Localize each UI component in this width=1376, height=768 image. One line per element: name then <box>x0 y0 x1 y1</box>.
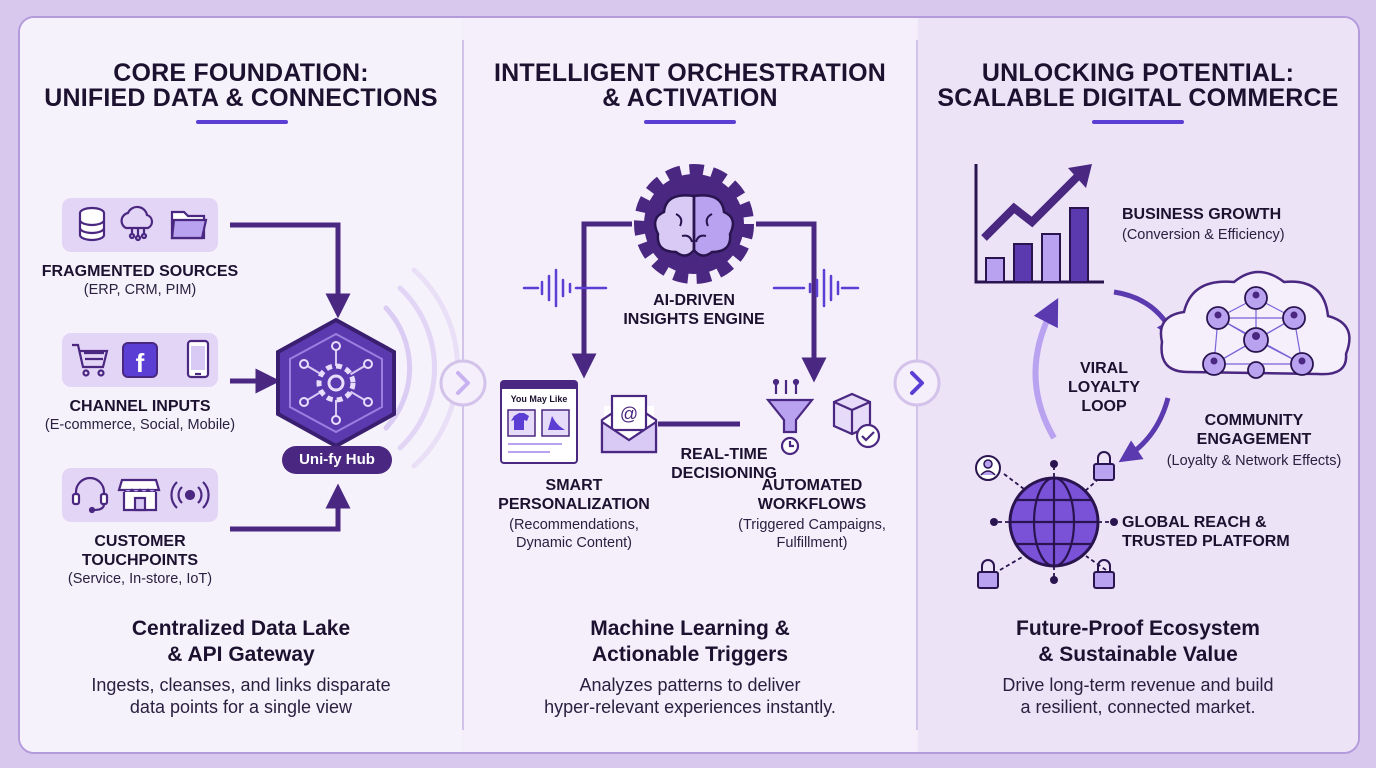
bottom-title-line1: Centralized Data Lake <box>131 617 351 640</box>
bottom-desc-line2: hyper-relevant experiences instantly. <box>544 697 836 717</box>
hub-diagram <box>230 222 461 532</box>
recommendation-card-title: You May Like <box>510 394 568 404</box>
title-underline <box>196 120 288 124</box>
sources-icons <box>78 205 208 242</box>
community-label-line1: COMMUNITY <box>1204 412 1304 429</box>
touchpoints-sub: (Service, In-store, IoT) <box>67 571 213 587</box>
hub-label: Uni-fy Hub <box>282 446 392 474</box>
flow-arrow-to-workflows <box>756 221 827 383</box>
user-node-icon <box>975 455 1001 481</box>
bottom-desc-line2: data points for a single view <box>129 697 353 717</box>
flow-arrow-to-personalization <box>571 221 632 379</box>
bottom-desc-line1: Ingests, cleanses, and links disparate <box>91 675 391 695</box>
database-icon <box>78 206 106 242</box>
shopping-cart-icon <box>72 343 109 377</box>
community-cloud-icon <box>1159 270 1351 379</box>
package-check-icon <box>832 392 881 449</box>
padlock-icon <box>977 451 1115 589</box>
global-network-icon <box>975 451 1118 589</box>
workflows-label-line2: WORKFLOWS <box>757 496 867 513</box>
bottom-title-line1: Future-Proof Ecosystem <box>1016 617 1260 640</box>
panel-title-line1: CORE FOUNDATION: <box>113 59 369 87</box>
sources-label: FRAGMENTED SOURCES <box>41 263 239 280</box>
sources-sub: (ERP, CRM, PIM) <box>83 282 197 298</box>
channels-sub: (E-commerce, Social, Mobile) <box>44 417 236 433</box>
svg-text:@: @ <box>620 404 638 424</box>
orchestration-icons: @ <box>600 378 881 456</box>
panel-title-line2: SCALABLE DIGITAL COMMERCE <box>937 84 1339 112</box>
panel-digital-commerce: UNLOCKING POTENTIAL: SCALABLE DIGITAL CO… <box>918 18 1358 752</box>
chevron-right-icon <box>893 359 941 407</box>
brain-gear-icon <box>634 164 754 284</box>
growth-label: BUSINESS GROWTH <box>1122 206 1282 223</box>
community-sub: (Loyalty & Network Effects) <box>1166 453 1342 469</box>
commerce-diagram <box>974 164 1351 589</box>
funnel-icon <box>765 378 815 456</box>
audio-wave-right-icon <box>772 268 860 308</box>
bottom-desc-line2: a resilient, connected market. <box>1020 697 1256 717</box>
bottom-title-line2: & Sustainable Value <box>1038 643 1238 666</box>
title-underline <box>1092 120 1184 124</box>
loop-label-line2: LOYALTY <box>1067 379 1140 396</box>
audio-wave-left-icon <box>522 268 608 308</box>
cloud-network-icon <box>120 205 154 242</box>
realtime-label-line2: DECISIONING <box>671 465 777 482</box>
community-label-line2: ENGAGEMENT <box>1196 431 1312 448</box>
personalization-sub-line1: (Recommendations, <box>509 517 639 533</box>
channels-label: CHANNEL INPUTS <box>69 398 211 415</box>
card-products <box>502 382 576 453</box>
personalization-label-line1: SMART <box>545 477 603 494</box>
panel-title-line2: & ACTIVATION <box>602 84 778 112</box>
engine-label-line1: AI-DRIVEN <box>653 292 735 309</box>
global-label-line2: TRUSTED PLATFORM <box>1122 533 1290 550</box>
recommendation-card: You May Like <box>500 380 578 464</box>
personalization-sub-line2: Dynamic Content) <box>515 535 633 551</box>
bottom-title-line1: Machine Learning & <box>590 617 790 640</box>
panel-title-line2: UNIFIED DATA & CONNECTIONS <box>44 84 438 112</box>
touchpoints-label-line1: CUSTOMER <box>94 533 186 550</box>
panel-title-line1: UNLOCKING POTENTIAL: <box>981 59 1295 87</box>
bottom-desc-line1: Analyzes patterns to deliver <box>579 675 801 695</box>
global-label-line1: GLOBAL REACH & <box>1122 514 1267 531</box>
flow-arrow-sources <box>230 222 351 319</box>
panel-core-foundation: CORE FOUNDATION: UNIFIED DATA & CONNECTI… <box>20 18 462 752</box>
mobile-phone-icon <box>186 339 210 379</box>
growth-chart-icon <box>974 164 1104 284</box>
workflows-label-line1: AUTOMATED <box>761 477 863 494</box>
realtime-label-line1: REAL-TIME <box>680 446 768 463</box>
tshirt-icon <box>511 413 529 430</box>
iot-sensor-icon <box>170 481 210 509</box>
growth-sub: (Conversion & Efficiency) <box>1122 227 1285 243</box>
bottom-title-line2: Actionable Triggers <box>591 643 789 666</box>
channels-icons: f <box>72 339 210 379</box>
email-icon: @ <box>600 394 658 454</box>
loop-arrow-right <box>1118 397 1171 463</box>
engine-label-line2: INSIGHTS ENGINE <box>623 311 765 328</box>
infographic-frame: CORE FOUNDATION: UNIFIED DATA & CONNECTI… <box>18 16 1360 754</box>
workflows-sub-line1: (Triggered Campaigns, <box>738 517 886 533</box>
loop-label-line3: LOOP <box>1081 398 1127 415</box>
touchpoints-label-line2: TOUCHPOINTS <box>81 552 199 569</box>
loop-arrow-left <box>1032 297 1059 440</box>
headset-icon <box>71 476 109 514</box>
bottom-title-line2: & API Gateway <box>167 643 315 666</box>
personalization-label-line2: PERSONALIZATION <box>498 496 650 513</box>
orchestration-diagram <box>522 164 860 427</box>
touchpoints-icons <box>71 476 210 514</box>
loop-label-line1: VIRAL <box>1080 360 1128 377</box>
title-underline <box>644 120 736 124</box>
hub-hexagon-icon <box>276 317 396 449</box>
storefront-icon <box>117 478 161 512</box>
flow-arrow-touchpoints <box>230 483 351 532</box>
panel-orchestration: INTELLIGENT ORCHESTRATION & ACTIVATION <box>464 18 916 752</box>
svg-text:f: f <box>136 348 145 378</box>
facebook-icon: f <box>122 342 158 378</box>
workflows-sub-line2: Fulfillment) <box>776 535 848 551</box>
panel-title-line1: INTELLIGENT ORCHESTRATION <box>493 59 887 87</box>
shoe-icon <box>548 416 565 430</box>
folder-icon <box>170 210 208 240</box>
chevron-right-icon <box>439 359 487 407</box>
bottom-desc-line1: Drive long-term revenue and build <box>1002 675 1274 695</box>
